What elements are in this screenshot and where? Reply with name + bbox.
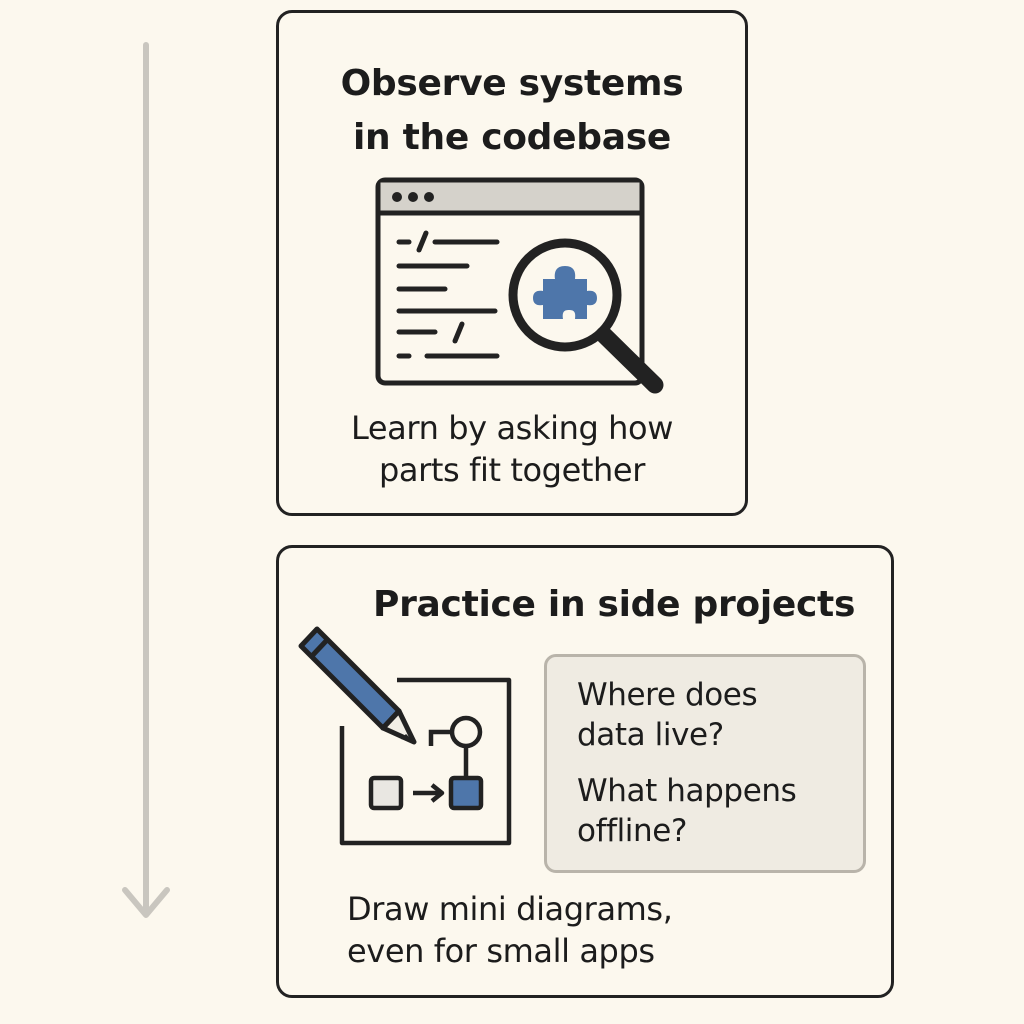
- code-inspection-illustration: [375, 177, 664, 394]
- question-line: What happens: [577, 773, 797, 809]
- question-offline: What happens offline?: [577, 771, 839, 851]
- question-box: Where does data live? What happens offli…: [544, 654, 866, 873]
- question-data-location: Where does data live?: [577, 675, 839, 755]
- timeline-arrow-icon: [122, 42, 170, 918]
- question-line: data live?: [577, 717, 724, 753]
- pencil-icon: [298, 626, 417, 745]
- step-title-observe: Observe systems in the codebase: [279, 57, 745, 165]
- step-title-practice: Practice in side projects: [373, 584, 856, 625]
- step-caption-observe: Learn by asking how parts fit together: [279, 407, 745, 491]
- question-line: Where does: [577, 677, 758, 713]
- mini-diagram-illustration: [298, 626, 512, 846]
- step-card-observe: Observe systems in the codebase: [276, 10, 748, 516]
- caption-line: even for small apps: [347, 932, 655, 970]
- mini-diagram-icon: [339, 677, 512, 846]
- caption-line: parts fit together: [379, 451, 645, 489]
- question-line: offline?: [577, 813, 687, 849]
- title-line: Observe systems: [340, 63, 684, 104]
- step-card-practice: Practice in side projects Where does dat…: [276, 545, 894, 998]
- caption-line: Learn by asking how: [351, 409, 673, 447]
- title-line: in the codebase: [353, 117, 671, 158]
- step-caption-practice: Draw mini diagrams, even for small apps: [347, 888, 673, 972]
- puzzle-piece-icon: [533, 266, 597, 319]
- caption-line: Draw mini diagrams,: [347, 890, 673, 928]
- code-window-icon: [375, 177, 645, 386]
